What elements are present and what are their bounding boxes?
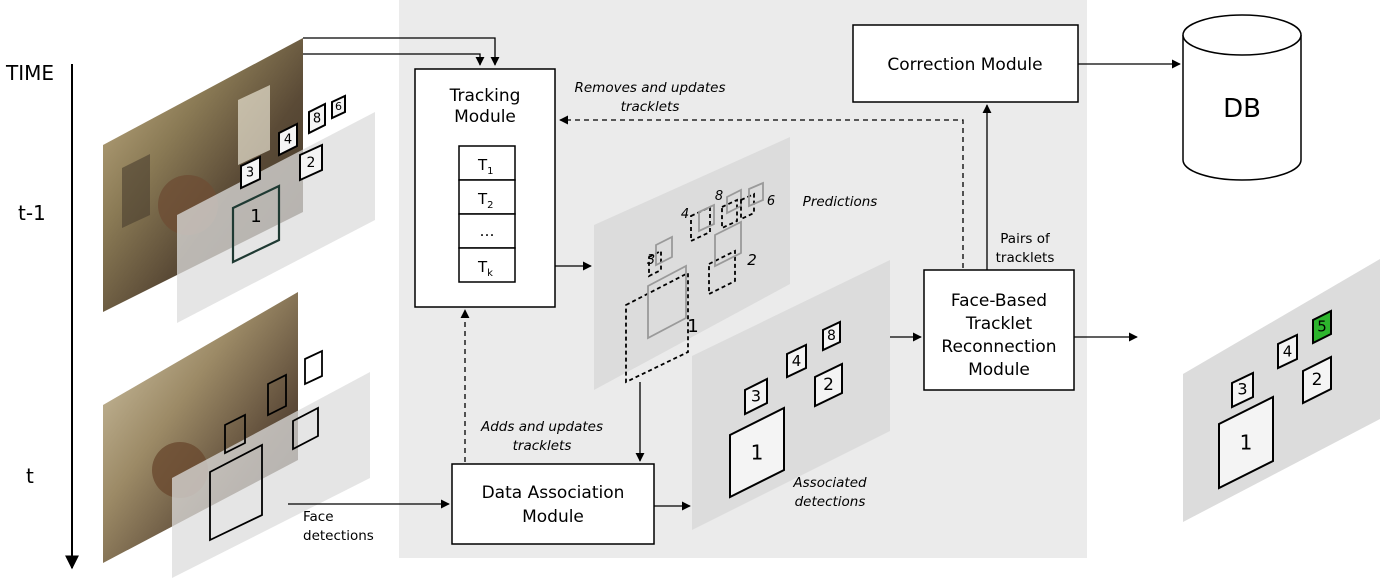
box-id: 8 xyxy=(715,189,723,204)
box-id: 2 xyxy=(823,375,834,395)
removes-updates-arrow xyxy=(559,115,964,268)
database-label: DB xyxy=(1223,94,1261,124)
box-id: 4 xyxy=(1283,343,1293,361)
detection-plane xyxy=(172,372,370,578)
box-id: 4 xyxy=(792,352,802,370)
video-frame-image xyxy=(103,292,298,563)
box-id: 4 xyxy=(284,133,292,148)
detection-plane xyxy=(177,112,375,323)
box-id: 5 xyxy=(1317,318,1327,336)
box-id: 2 xyxy=(1312,370,1323,390)
box-id: 2 xyxy=(307,155,316,171)
removes-updates-label-2: tracklets xyxy=(621,99,680,115)
box-id: 2 xyxy=(747,251,757,269)
box-id: 1 xyxy=(1240,431,1253,455)
box-id: 4 xyxy=(681,207,689,222)
svg-text:T1: T1 xyxy=(477,156,494,177)
svg-text:Tk: Tk xyxy=(477,258,493,279)
frame-t xyxy=(103,292,370,578)
svg-text:T2: T2 xyxy=(477,190,494,211)
associated-label-1: Associated xyxy=(792,475,867,491)
pairs-label-1: Pairs of xyxy=(1000,231,1051,247)
data-association-module: Data Association Module xyxy=(451,463,655,545)
face-detections-label-1: Face xyxy=(303,509,334,525)
removes-updates-label-1: Removes and updates xyxy=(574,80,725,96)
reconnection-module: Face-Based Tracklet Reconnection Module xyxy=(923,269,1075,391)
box-id: 8 xyxy=(313,112,321,127)
highlighted-box xyxy=(1312,309,1332,345)
correction-module: Correction Module xyxy=(852,24,1079,103)
time-axis: TIME t-1 t xyxy=(5,61,79,570)
associated-label-2: detections xyxy=(795,494,866,510)
output-plane: 1 3 4 5 2 xyxy=(1183,259,1380,522)
tracking-title-1: Tracking xyxy=(449,86,521,106)
tracking-title-2: Module xyxy=(454,107,516,127)
box-id: 8 xyxy=(827,328,836,344)
tracklet-cell xyxy=(458,213,516,249)
tracklet-cell xyxy=(458,247,516,283)
database-cylinder: DB xyxy=(1182,14,1302,181)
box-id: 1 xyxy=(250,206,261,227)
adds-updates-label-2: tracklets xyxy=(513,438,572,454)
box-id: 3 xyxy=(1237,380,1247,399)
data-association-title-2: Module xyxy=(522,507,584,527)
reconnection-title-3: Reconnection xyxy=(941,337,1056,357)
tick-t-1: t-1 xyxy=(18,201,46,225)
associated-plane: 1 3 4 8 2 xyxy=(692,260,890,530)
frame-input-arrow xyxy=(303,53,485,66)
reconnection-title-1: Face-Based xyxy=(951,291,1047,311)
frame-input-arrow xyxy=(303,37,500,66)
tracklet-list: T1 T2 … Tk xyxy=(458,145,516,283)
box-id: 3 xyxy=(751,387,761,406)
face-detections-label-2: detections xyxy=(303,528,374,544)
box-id: 1 xyxy=(687,316,698,337)
pairs-label-2: tracklets xyxy=(996,250,1055,266)
predictions-label: Predictions xyxy=(803,194,878,210)
box-id: 6 xyxy=(335,100,342,113)
tracking-module: Tracking Module T1 T2 … Tk xyxy=(414,68,556,308)
box-id: 1 xyxy=(751,441,764,465)
data-association-title-1: Data Association xyxy=(482,483,625,503)
time-axis-title: TIME xyxy=(5,61,54,85)
frame-t-1: 1 3 4 2 8 6 xyxy=(103,38,375,323)
box-id: 3 xyxy=(246,166,254,181)
correction-title: Correction Module xyxy=(887,55,1042,75)
box-id: 3 xyxy=(647,253,655,268)
adds-updates-label-1: Adds and updates xyxy=(480,419,603,435)
reconnection-title-2: Tracklet xyxy=(965,314,1033,334)
tick-t: t xyxy=(26,464,34,488)
reconnection-title-4: Module xyxy=(968,360,1030,380)
predictions-plane: 1 3 4 8 6 2 xyxy=(594,137,790,390)
svg-text:…: … xyxy=(480,222,495,240)
box-id: 6 xyxy=(767,194,775,209)
